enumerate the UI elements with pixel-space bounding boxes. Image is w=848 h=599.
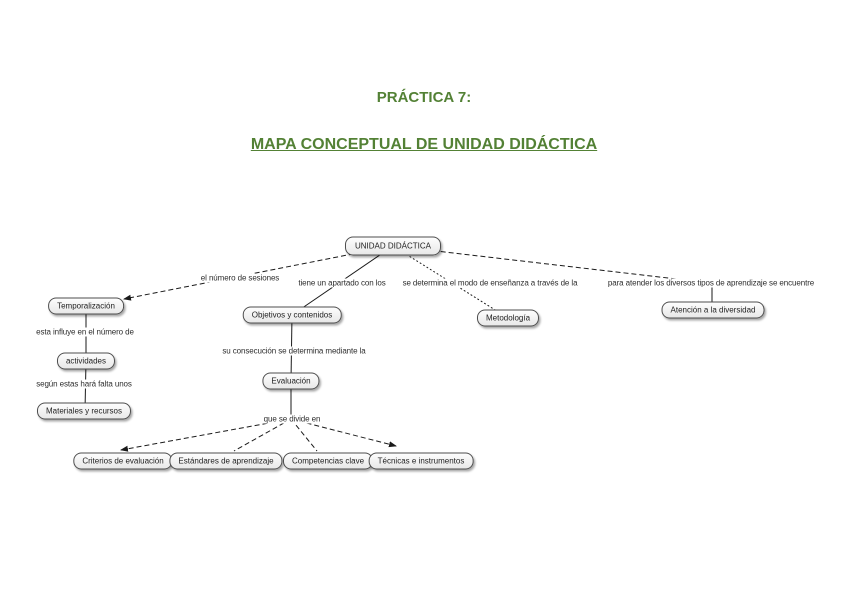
node-atencion-a-la-diversidad: Atención a la diversidad: [661, 301, 765, 319]
edge-label-segun-estas: según estas hará falta unos: [34, 379, 134, 389]
edge-label-modo-ensenanza: se determina el modo de enseñanza a trav…: [400, 278, 580, 288]
node-objetivos-y-contenidos: Objetivos y contenidos: [242, 306, 342, 324]
concept-map-title: MAPA CONCEPTUAL DE UNIDAD DIDÁCTICA: [250, 136, 598, 153]
node-metodologia: Metodología: [476, 309, 540, 327]
edge-divide-to-competencias: [290, 418, 318, 452]
node-temporalizacion: Temporalización: [48, 297, 124, 315]
edge-unidad-to-temporalizacion: [123, 245, 394, 301]
edge-label-influye-numero: esta influye en el número de: [34, 327, 136, 337]
node-tecnicas-e-instrumentos: Técnicas e instrumentos: [368, 452, 474, 470]
node-estandares-de-aprendizaje: Estándares de aprendizaje: [169, 452, 283, 470]
node-criterios-de-evaluacion: Criterios de evaluación: [73, 452, 173, 470]
edge-divide-to-tecnicas: [290, 418, 397, 448]
node-competencias-clave: Competencias clave: [282, 452, 374, 470]
edge-label-apartado: tiene un apartado con los: [296, 278, 388, 288]
edge-label-consecucion: su consecución se determina mediante la: [220, 346, 368, 356]
node-materiales-y-recursos: Materiales y recursos: [36, 402, 132, 420]
practice-title: PRÁCTICA 7:: [376, 89, 472, 106]
edge-divide-to-criterios: [120, 418, 292, 452]
edge-label-atender-diversos: para atender los diversos tipos de apren…: [605, 278, 817, 288]
node-actividades: actividades: [56, 352, 116, 370]
edge-label-num-sesiones: el número de sesiones: [198, 273, 282, 283]
edge-label-divide: que se divide en: [261, 414, 323, 424]
edge-unidad-to-atencion: [392, 245, 712, 284]
edge-divide-to-estandares: [233, 418, 292, 452]
node-unidad-didactica: UNIDAD DIDÁCTICA: [344, 236, 442, 256]
node-evaluacion: Evaluación: [262, 372, 320, 390]
